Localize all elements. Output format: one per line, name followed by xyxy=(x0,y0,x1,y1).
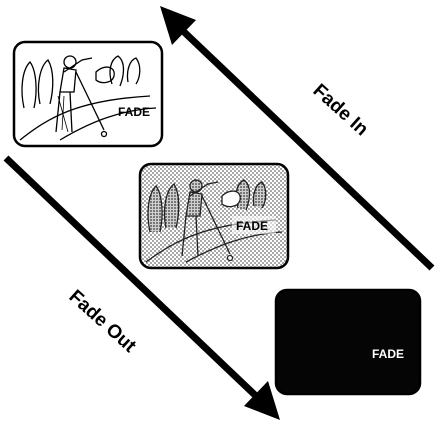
frame-half-tag: FADE xyxy=(236,219,268,233)
fade-in-label: Fade In xyxy=(309,80,372,140)
frame-full-tag: FADE xyxy=(118,105,150,119)
golf-scene-icon xyxy=(19,55,157,141)
frame-full-picture: FADE xyxy=(12,40,164,148)
frame-black-tag: FADE xyxy=(372,347,404,361)
frame-black-picture: FADE xyxy=(274,288,422,396)
fade-out-label: Fade Out xyxy=(65,286,141,357)
frame-half-picture: FADE xyxy=(138,162,290,270)
fade-in-arrow xyxy=(160,6,435,271)
fade-out-arrow xyxy=(3,155,280,420)
golf-scene-faded-icon xyxy=(145,179,283,263)
